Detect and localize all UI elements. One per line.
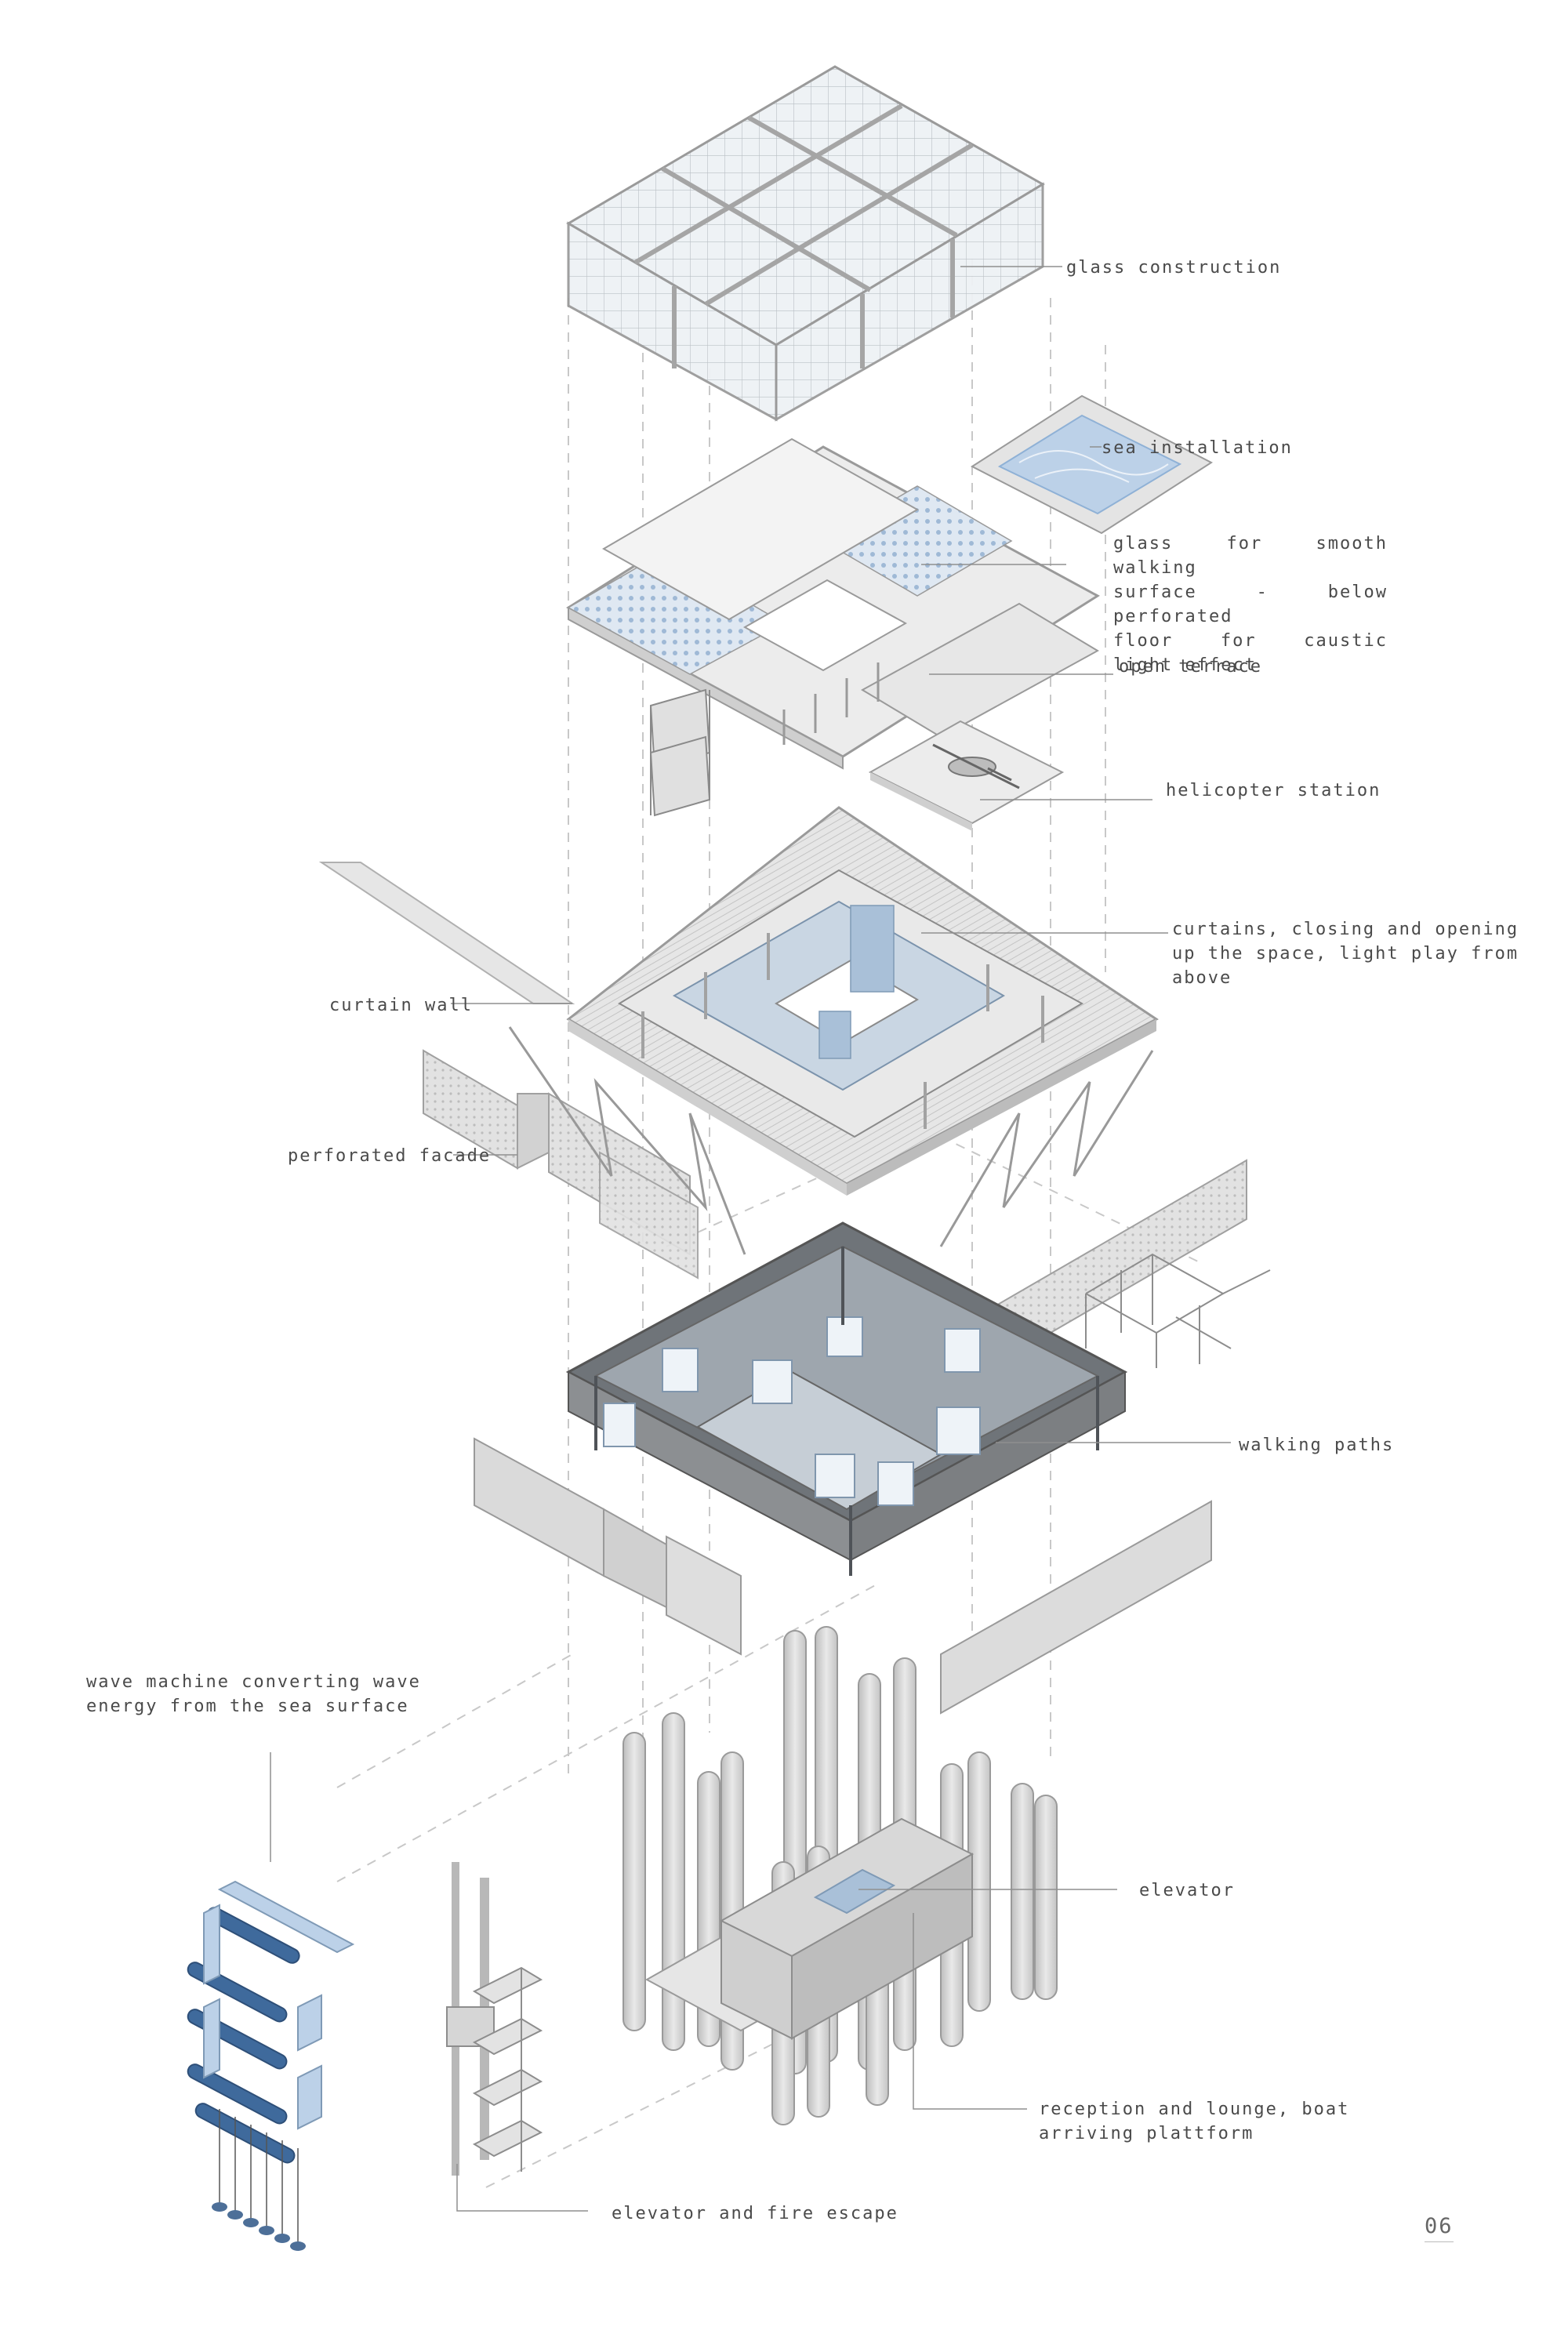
label-curtain-wall: curtain wall — [329, 996, 473, 1015]
page-number: 06 — [1425, 2214, 1454, 2242]
upper-staircase — [649, 688, 711, 817]
perforated-facade-panels — [318, 862, 1247, 1377]
label-reception-lounge: reception and lounge, boat arriving plat… — [1039, 2097, 1349, 2146]
label-wave-machine-line2: energy from the sea surface — [86, 1697, 409, 1716]
reception-lounge-platform — [644, 1817, 975, 2040]
sea-installation-pool — [971, 394, 1213, 535]
walking-paths-level — [565, 1221, 1128, 1576]
label-wave-machine: wave machine converting wave energy from… — [86, 1670, 421, 1719]
label-curtains: curtains, closing and opening up the spa… — [1172, 917, 1519, 990]
elevator-fire-escape-tower — [446, 1862, 543, 2176]
label-elevator-fire-escape: elevator and fire escape — [612, 2204, 898, 2223]
label-reception-line2: arriving plattform — [1039, 2124, 1254, 2143]
helicopter-station-pad — [868, 720, 1065, 831]
label-reception-line1: reception and lounge, boat — [1039, 2100, 1350, 2119]
label-helicopter-station: helicopter station — [1166, 781, 1381, 800]
curtain-level — [566, 806, 1159, 1196]
label-wave-machine-line1: wave machine converting wave — [86, 1672, 421, 1692]
upper-deck — [566, 437, 1100, 770]
label-walking-paths: walking paths — [1239, 1436, 1395, 1455]
truss-frame-sketch — [1085, 1253, 1271, 1368]
wave-machine — [187, 1880, 355, 2251]
label-curtains-line2: up the space, light play from — [1172, 944, 1519, 964]
label-glass-walking-line1: glass for smooth walking — [1113, 534, 1388, 578]
label-open-terrace: open terrace — [1119, 657, 1262, 677]
label-elevator: elevator — [1139, 1881, 1235, 1900]
label-glass-walking-line3: floor for caustic light effect — [1113, 631, 1388, 675]
label-curtains-line3: above — [1172, 968, 1232, 988]
label-curtains-line1: curtains, closing and opening — [1172, 920, 1519, 939]
label-perforated-facade: perforated facade — [288, 1146, 492, 1166]
label-glass-walking-line2: surface - below perforated — [1113, 583, 1388, 626]
label-glass-construction: glass construction — [1066, 258, 1282, 278]
leader-lines — [270, 266, 1231, 2212]
label-sea-installation: sea installation — [1102, 438, 1293, 458]
label-glass-walking-surface: glass for smooth walking surface - below… — [1113, 532, 1388, 677]
solid-wall-panels — [474, 1437, 1212, 1715]
